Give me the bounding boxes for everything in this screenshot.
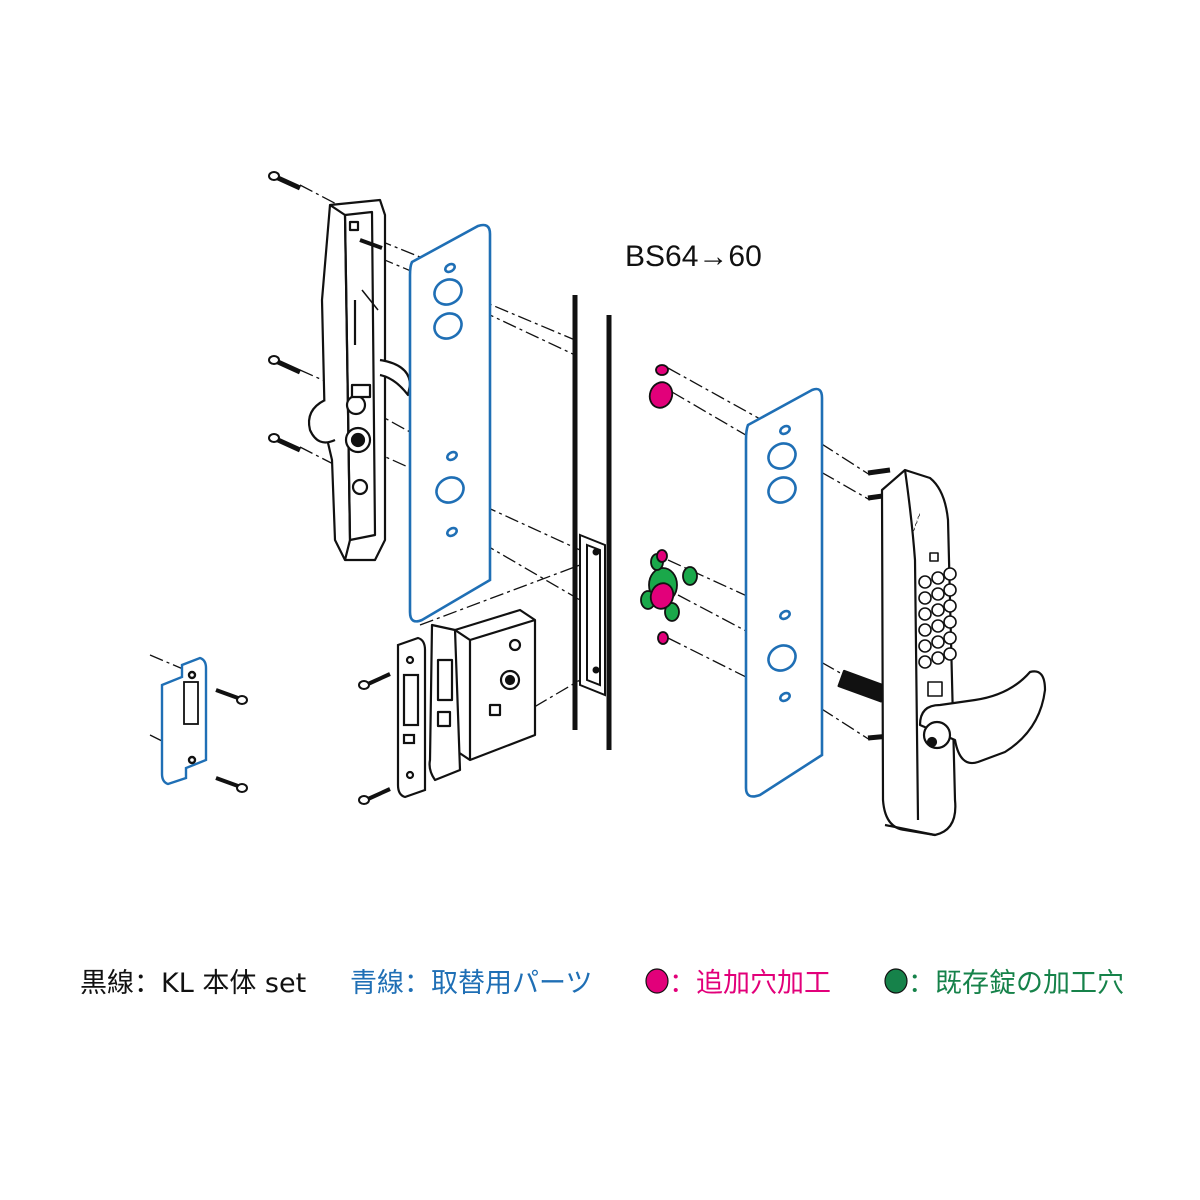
screw-mid-left bbox=[268, 355, 302, 375]
additional-holes-mid bbox=[649, 549, 675, 645]
replacement-plate-right bbox=[744, 387, 824, 798]
screw-top-left bbox=[268, 171, 302, 191]
backset-annotation: BS64→60 bbox=[625, 240, 762, 273]
mortise-cutout bbox=[579, 533, 606, 697]
strike-plate bbox=[160, 656, 208, 786]
legend-black-line: 黒線：KL 本体 set bbox=[80, 968, 306, 999]
mortise-lock-body bbox=[428, 608, 537, 782]
screw-strike-bottom bbox=[215, 776, 248, 793]
exterior-keypad-unit: ~~~ bbox=[837, 467, 1047, 837]
screw-faceplate-bottom bbox=[358, 787, 391, 805]
legend: 黒線：KL 本体 set 青線：取替用パーツ ：追加穴加工 ：既存錠の加工穴 bbox=[80, 968, 1124, 999]
legend-green-text: ：既存錠の加工穴 bbox=[908, 968, 1124, 999]
legend-blue-line: 青線：取替用パーツ bbox=[350, 968, 592, 999]
legend-green-dot bbox=[884, 968, 908, 994]
face-plate bbox=[396, 636, 427, 799]
legend-magenta-text: ：追加穴加工 bbox=[669, 968, 831, 999]
legend-magenta-dot bbox=[645, 968, 669, 994]
keypad-buttons bbox=[918, 552, 957, 697]
screw-strike-top bbox=[215, 688, 248, 705]
replacement-plate-left bbox=[408, 223, 492, 623]
additional-holes-top bbox=[648, 364, 674, 409]
screw-low-left bbox=[268, 433, 302, 453]
interior-lever-unit bbox=[307, 198, 412, 562]
screw-faceplate-top bbox=[358, 672, 391, 690]
door-section bbox=[572, 295, 612, 750]
